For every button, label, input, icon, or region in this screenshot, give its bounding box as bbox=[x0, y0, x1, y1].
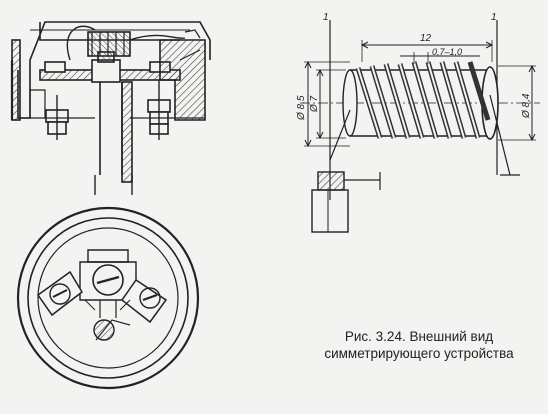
section-view bbox=[10, 21, 211, 195]
outer-diameter-dimension: Ø 8,5 bbox=[296, 95, 307, 121]
caption-line-2: симметрирующего устройства bbox=[324, 346, 514, 361]
mark-right: 1 bbox=[491, 12, 497, 23]
mark-left: 1 bbox=[323, 12, 329, 23]
inner-diameter-dimension: Ø 7 bbox=[309, 95, 320, 113]
coil-drawing bbox=[300, 20, 540, 233]
front-view bbox=[16, 206, 200, 390]
length-dimension: 12 bbox=[420, 33, 432, 44]
figure-caption: Рис. 3.24. Внешний вид симметрирующего у… bbox=[296, 328, 542, 362]
caption-line-1: Рис. 3.24. Внешний вид bbox=[344, 329, 494, 344]
pitch-dimension: 0,7–1,0 bbox=[432, 47, 462, 57]
right-diameter-dimension: Ø 8,4 bbox=[521, 93, 532, 119]
